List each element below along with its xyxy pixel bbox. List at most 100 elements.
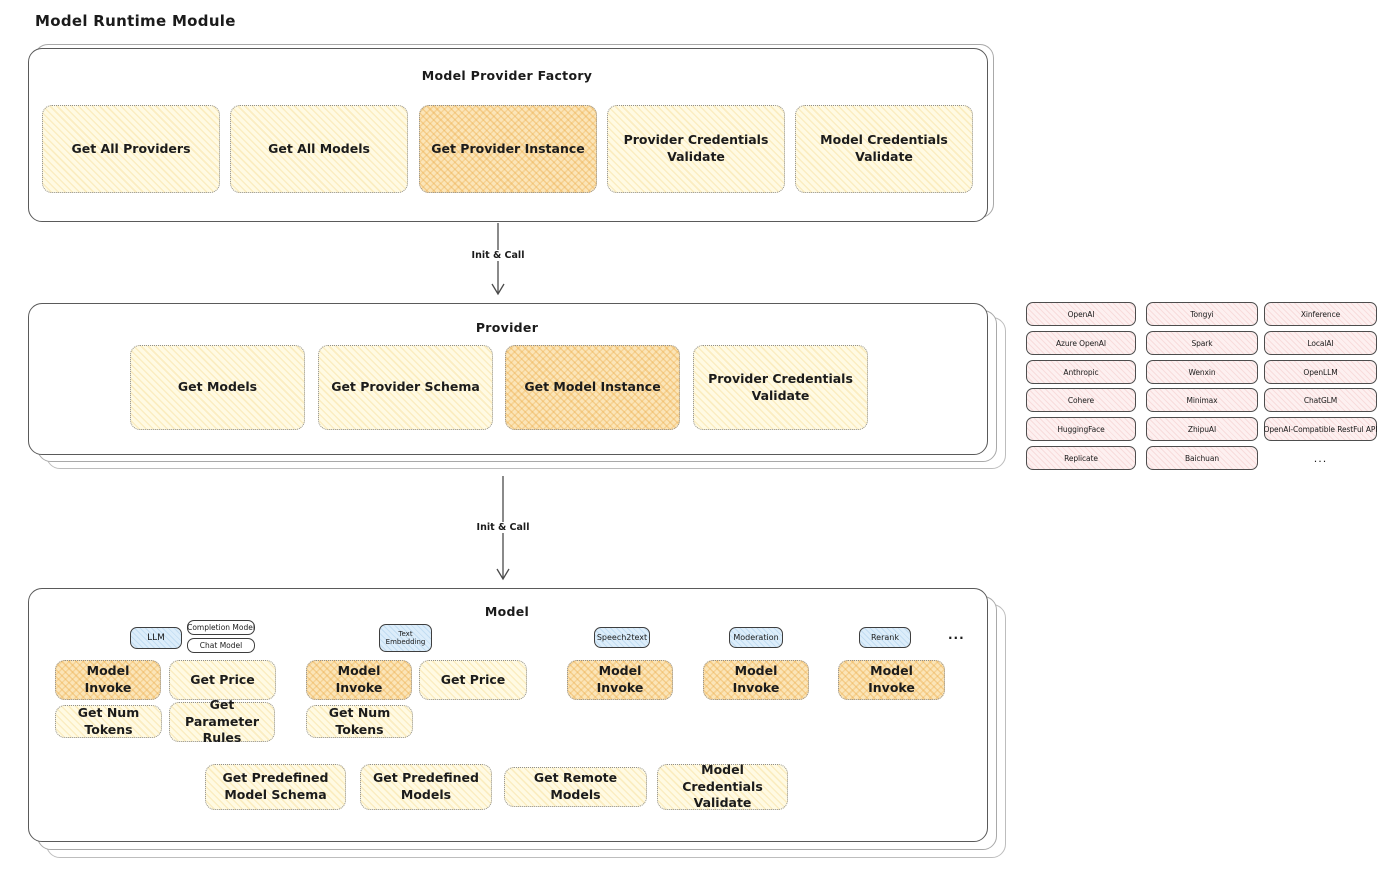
- provider-chip-huggingface: HuggingFace: [1026, 417, 1136, 441]
- provider-chip-cohere: Cohere: [1026, 388, 1136, 412]
- op-model-credentials-validate: Model Credentials Validate: [657, 761, 788, 811]
- node-label: Get All Models: [268, 140, 370, 156]
- model-tabs-ellipsis: ...: [948, 628, 965, 642]
- chip-label: Spark: [1191, 338, 1213, 348]
- model-tab-text-embedding: Text Embedding: [379, 624, 432, 652]
- model-tab-speech2text: Speech2text: [594, 627, 650, 648]
- node-label: Get Num Tokens: [77, 704, 140, 737]
- chip-label: ...: [1313, 451, 1328, 465]
- chip-label: Minimax: [1186, 395, 1218, 405]
- op-model-invoke-text-embedding: Model Invoke: [306, 660, 412, 700]
- op-get-remote-models: Get Remote Models: [504, 767, 647, 807]
- provider-chip-baichuan: Baichuan: [1146, 446, 1258, 470]
- chip-label: ChatGLM: [1303, 395, 1338, 405]
- provider-chip-localai: LocalAI: [1264, 331, 1377, 355]
- init-call-label-2: Init & Call: [472, 522, 534, 533]
- node-label: Model Invoke: [335, 663, 383, 695]
- provider-chip-openai: OpenAI: [1026, 302, 1136, 326]
- op-model-invoke-llm: Model Invoke: [55, 660, 161, 700]
- node-label: Model Invoke: [868, 663, 915, 695]
- chip-label: Tongyi: [1190, 309, 1214, 319]
- op-model-invoke-rerank: Model Invoke: [838, 660, 945, 700]
- provider-chip-replicate: Replicate: [1026, 446, 1136, 470]
- op-get-parameter-rules: Get Parameter Rules: [169, 697, 275, 745]
- provider-chip-tongyi: Tongyi: [1146, 302, 1258, 326]
- node-label: Provider Credentials Validate: [623, 132, 769, 164]
- provider-chip-chatglm: ChatGLM: [1264, 388, 1377, 412]
- node-label: Model Credentials Validate: [682, 761, 763, 811]
- op-get-price-text-embedding: Get Price: [419, 660, 527, 700]
- provider-chip-openllm: OpenLLM: [1264, 360, 1377, 384]
- tab-label: Rerank: [870, 632, 899, 642]
- provider-chip-azure-openai: Azure OpenAI: [1026, 331, 1136, 355]
- op-get-num-tokens-text-embedding: Get Num Tokens: [306, 705, 413, 738]
- node-label: Get Models: [177, 379, 258, 395]
- node-label: Get Predefined Models: [373, 770, 479, 802]
- factory-item-get-provider-instance: Get Provider Instance: [419, 105, 597, 193]
- tab-label: Moderation: [733, 632, 779, 642]
- chip-label: Wenxin: [1188, 367, 1216, 377]
- tab-label: Chat Model: [199, 641, 243, 650]
- provider-chip-anthropic: Anthropic: [1026, 360, 1136, 384]
- node-label: Model Invoke: [596, 663, 644, 695]
- node-label: Model Invoke: [84, 663, 132, 695]
- tab-label: Speech2text: [596, 632, 648, 642]
- chip-label: LocalAI: [1307, 338, 1334, 348]
- chip-label: Baichuan: [1184, 453, 1219, 463]
- factory-box-title: Model Provider Factory: [421, 68, 593, 83]
- op-get-num-tokens-llm: Get Num Tokens: [55, 705, 162, 738]
- provider-chips-ellipsis: ...: [1264, 446, 1377, 470]
- node-label: Get Num Tokens: [328, 704, 391, 737]
- model-box-title: Model: [484, 604, 530, 619]
- tab-label: LLM: [147, 632, 165, 643]
- node-label: Get Provider Schema: [331, 379, 480, 395]
- factory-item-get-all-models: Get All Models: [230, 105, 408, 193]
- chip-label: ZhipuAI: [1187, 424, 1217, 434]
- down-arrow-icon: [491, 223, 505, 296]
- node-label: Model Invoke: [732, 663, 780, 695]
- model-subtab-chat-model: Chat Model: [187, 638, 255, 653]
- chip-label: OpenAI-Compatible RestFul API: [1263, 424, 1378, 434]
- node-label: Provider Credentials Validate: [708, 370, 853, 403]
- chip-label: Xinference: [1300, 309, 1341, 319]
- chip-label: OpenLLM: [1303, 367, 1338, 377]
- model-subtab-completion-model: Completion Model: [187, 620, 255, 635]
- op-get-price-llm: Get Price: [169, 660, 276, 700]
- provider-chip-wenxin: Wenxin: [1146, 360, 1258, 384]
- provider-chip-spark: Spark: [1146, 331, 1258, 355]
- op-get-predefined-models: Get Predefined Models: [360, 764, 492, 810]
- op-model-invoke-moderation: Model Invoke: [703, 660, 809, 700]
- node-label: Get Price: [190, 671, 255, 687]
- provider-item-get-model-instance: Get Model Instance: [505, 345, 680, 430]
- op-get-predefined-model-schema: Get Predefined Model Schema: [205, 764, 346, 810]
- chip-label: Azure OpenAI: [1056, 338, 1106, 348]
- op-model-invoke-speech2text: Model Invoke: [567, 660, 673, 700]
- factory-item-model-credentials-validate: Model Credentials Validate: [795, 105, 973, 193]
- node-label: Model Credentials Validate: [820, 132, 948, 164]
- node-label: Get All Providers: [71, 140, 191, 156]
- factory-item-provider-credentials-validate: Provider Credentials Validate: [607, 105, 785, 193]
- node-label: Get Parameter Rules: [185, 696, 259, 746]
- node-label: Get Predefined Model Schema: [222, 770, 329, 802]
- provider-chip-zhipuai: ZhipuAI: [1146, 417, 1258, 441]
- chip-label: HuggingFace: [1057, 424, 1105, 434]
- model-tab-moderation: Moderation: [729, 627, 783, 648]
- provider-box-title: Provider: [475, 320, 539, 335]
- chip-label: Cohere: [1067, 395, 1095, 405]
- provider-chip-xinference: Xinference: [1264, 302, 1377, 326]
- node-label: Get Price: [440, 671, 506, 687]
- chip-label: Replicate: [1064, 453, 1098, 463]
- model-tab-llm: LLM: [130, 627, 182, 649]
- init-call-label-1: Init & Call: [467, 250, 529, 261]
- provider-item-provider-credentials-validate: Provider Credentials Validate: [693, 345, 868, 430]
- chip-label: OpenAI: [1067, 309, 1095, 319]
- provider-item-get-models: Get Models: [130, 345, 305, 430]
- provider-chip-minimax: Minimax: [1146, 388, 1258, 412]
- node-label: Get Model Instance: [524, 379, 661, 395]
- tab-label: Completion Model: [187, 623, 255, 632]
- provider-chip-openai-compatible-restful-api: OpenAI-Compatible RestFul API: [1263, 417, 1378, 441]
- factory-item-get-all-providers: Get All Providers: [42, 105, 220, 193]
- chip-label: Anthropic: [1063, 367, 1099, 377]
- model-tab-rerank: Rerank: [859, 627, 911, 648]
